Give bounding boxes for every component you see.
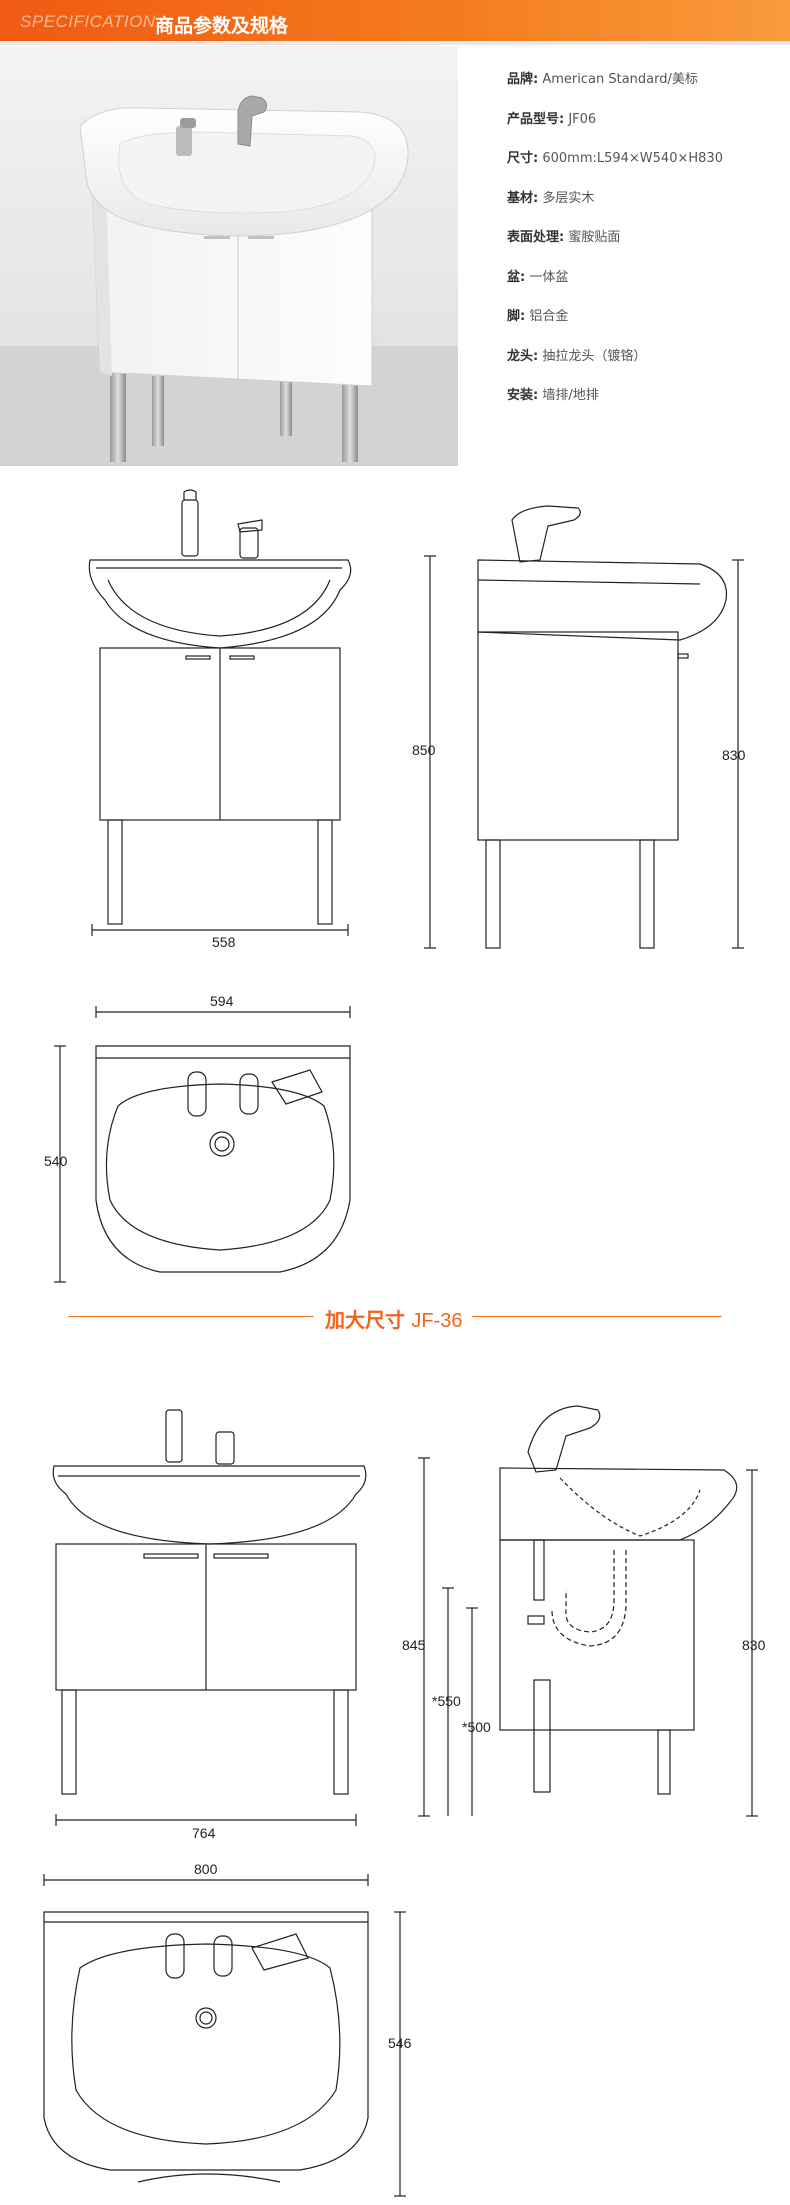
spec-value: 蜜胺贴面	[568, 230, 621, 245]
spec-row-faucet: 龙头: 抽拉龙头（镀铬）	[507, 347, 777, 387]
product-photo	[0, 46, 458, 466]
spec-row-install: 安装: 墙排/地排	[507, 386, 777, 426]
spec-row-basin: 盆: 一体盆	[507, 268, 777, 308]
spec-row-finish: 表面处理: 蜜胺贴面	[507, 228, 777, 268]
dim-jf06-top-width: 594	[210, 993, 234, 1009]
jf36-side-view	[418, 1405, 758, 1817]
dim-jf36-top-depth: 546	[388, 2035, 412, 2051]
dim-jf06-front-width: 558	[212, 934, 236, 950]
dim-jf36-side-500: *500	[462, 1719, 491, 1735]
divider-line-left	[68, 1316, 314, 1317]
spec-list: 品牌: American Standard/美标 产品型号: JF06 尺寸: …	[507, 70, 777, 426]
dim-jf36-side-550: *550	[432, 1693, 461, 1709]
dim-jf06-front-height: 850	[412, 742, 436, 758]
spec-row-model: 产品型号: JF06	[507, 110, 777, 150]
spec-value: 墙排/地排	[542, 388, 599, 403]
vanity-photo-illustration	[0, 95, 458, 466]
spec-row-material: 基材: 多层实木	[507, 189, 777, 229]
section-title-model: JF-36	[411, 1310, 463, 1332]
spec-value: 600mm:L594×W540×H830	[542, 151, 723, 166]
spec-label: 脚:	[507, 309, 526, 324]
spec-label: 品牌:	[507, 72, 539, 87]
header-stripe	[0, 41, 790, 45]
spec-value: 一体盆	[529, 269, 569, 285]
section-title-jf36: 加大尺寸 JF-36	[325, 1304, 475, 1333]
header-bar: SPECIFICATION 商品参数及规格	[0, 0, 790, 41]
jf06-front-view	[88, 489, 352, 936]
spec-row-brand: 品牌: American Standard/美标	[507, 70, 777, 110]
jf06-side-view	[424, 505, 744, 949]
dim-jf06-top-depth: 540	[44, 1153, 68, 1169]
dim-jf36-front-width: 764	[192, 1825, 216, 1841]
dim-jf36-side-height: 830	[742, 1637, 766, 1653]
spec-label: 尺寸:	[507, 151, 539, 166]
spec-label: 盆:	[507, 269, 526, 285]
dim-jf36-front-height: 845	[402, 1637, 426, 1653]
spec-label: 安装:	[507, 388, 539, 403]
spec-value: 抽拉龙头（镀铬）	[542, 348, 647, 364]
spec-label: 产品型号:	[507, 111, 565, 127]
spec-label: 龙头:	[507, 348, 539, 364]
jf06-top-view	[54, 1006, 351, 1283]
section-title-bold: 加大尺寸	[325, 1308, 405, 1332]
jf36-front-view	[52, 1409, 367, 1826]
jf36-top-view	[43, 1874, 406, 2197]
dim-jf36-top-width: 800	[194, 1861, 218, 1877]
spec-label: 基材:	[507, 190, 539, 206]
dim-jf06-side-height: 830	[722, 747, 746, 763]
header-title-cn: 商品参数及规格	[155, 15, 289, 37]
spec-label: 表面处理:	[507, 230, 565, 245]
header-title-en: SPECIFICATION	[20, 12, 156, 31]
divider-line-right	[472, 1316, 722, 1317]
spec-value: 铝合金	[529, 309, 569, 324]
spec-value: JF06	[568, 111, 597, 127]
spec-value: American Standard/美标	[542, 72, 698, 87]
spec-value: 多层实木	[542, 190, 595, 206]
spec-row-size: 尺寸: 600mm:L594×W540×H830	[507, 149, 777, 189]
spec-row-legs: 脚: 铝合金	[507, 307, 777, 347]
